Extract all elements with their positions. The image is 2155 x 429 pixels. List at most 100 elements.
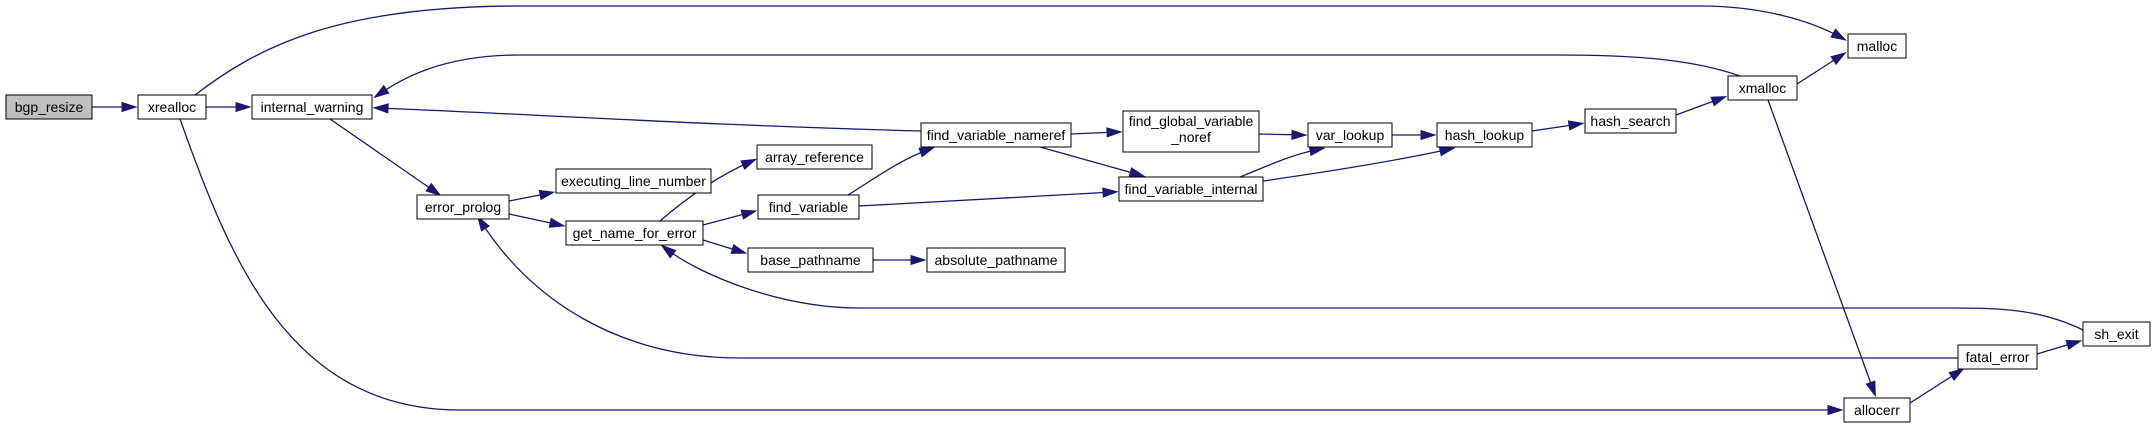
edge-line (194, 5, 1843, 96)
node-box[interactable] (747, 247, 874, 273)
node-box[interactable] (1118, 176, 1264, 202)
edge-arrowhead (1827, 404, 1844, 416)
node-xrealloc[interactable]: xrealloc (137, 94, 207, 120)
node-box[interactable] (2082, 321, 2151, 347)
node-label: allocerr (1854, 402, 1900, 418)
edge-arrowhead (1291, 129, 1308, 140)
node-hash_lookup[interactable]: hash_lookup (1436, 122, 1533, 148)
edge-internal_warning-to-error_prolog (329, 118, 442, 197)
edge-arrowhead (1948, 367, 1965, 382)
edge-arrowhead (1865, 380, 1876, 398)
node-malloc[interactable]: malloc (1847, 33, 1907, 59)
node-box[interactable] (1122, 110, 1260, 153)
edge-bgp_resize-to-xrealloc (92, 101, 138, 113)
edge-hash_search-to-xmalloc (1675, 96, 1728, 116)
node-label: xrealloc (148, 99, 196, 115)
edge-line (377, 54, 1741, 96)
node-find_global_variable_noref[interactable]: find_global_variable_noref (1122, 110, 1260, 153)
node-executing_line_number[interactable]: executing_line_number (555, 168, 712, 194)
node-fatal_error[interactable]: fatal_error (1957, 344, 2038, 370)
node-sh_exit[interactable]: sh_exit (2082, 321, 2151, 347)
edge-error_prolog-to-get_name_for_error (508, 213, 566, 228)
node-box[interactable] (555, 168, 712, 194)
edge-base_pathname-to-absolute_pathname (873, 254, 927, 266)
node-box[interactable] (1436, 122, 1533, 148)
edge-xmalloc-to-malloc (1796, 51, 1847, 85)
edge-arrowhead (910, 254, 927, 266)
edge-arrowhead (1106, 127, 1123, 138)
edge-line (664, 247, 2084, 331)
node-box[interactable] (920, 122, 1072, 148)
edge-arrowhead (660, 244, 677, 259)
node-find_variable[interactable]: find_variable (757, 194, 860, 220)
node-label: _noref (1170, 129, 1211, 145)
node-box[interactable] (1843, 397, 1911, 423)
edge-xrealloc-to-allocerr (179, 118, 1844, 416)
node-box[interactable] (1307, 122, 1393, 148)
node-box[interactable] (565, 220, 704, 246)
node-internal_warning[interactable]: internal_warning (251, 94, 373, 120)
node-box[interactable] (756, 144, 873, 170)
edge-arrowhead (548, 217, 566, 228)
node-allocerr[interactable]: allocerr (1843, 397, 1911, 423)
edge-line (179, 118, 1838, 411)
node-label: internal_warning (261, 99, 364, 115)
edge-fatal_error-to-error_prolog (477, 215, 1958, 359)
node-label: bgp_resize (15, 99, 84, 115)
node-find_variable_nameref[interactable]: find_variable_nameref (920, 122, 1072, 148)
edge-line (329, 118, 438, 194)
node-box[interactable] (1957, 344, 2038, 370)
edge-arrowhead (1308, 145, 1326, 157)
edge-line (1767, 99, 1875, 393)
edge-line (377, 107, 922, 132)
edge-line (1262, 148, 1451, 182)
edge-xrealloc-to-malloc (194, 5, 1847, 96)
edge-arrowhead (740, 158, 758, 170)
edge-var_lookup-to-hash_lookup (1392, 129, 1437, 141)
node-hash_search[interactable]: hash_search (1584, 108, 1677, 134)
edge-find_variable_nameref-to-find_global_variable_noref (1070, 127, 1123, 138)
nodes-layer: bgp_resize xrealloc internal_warning malloc… (5, 33, 2151, 423)
node-box[interactable] (5, 94, 93, 120)
edge-get_name_for_error-to-base_pathname (702, 239, 748, 254)
node-box[interactable] (251, 94, 373, 120)
node-label: absolute_pathname (935, 252, 1058, 268)
node-box[interactable] (137, 94, 207, 120)
node-label: sh_exit (2094, 326, 2138, 342)
node-label: error_prolog (425, 199, 501, 215)
node-base_pathname[interactable]: base_pathname (747, 247, 874, 273)
node-box[interactable] (1727, 75, 1798, 101)
node-box[interactable] (1847, 33, 1907, 59)
edge-arrowhead (477, 215, 490, 232)
edge-xmalloc-to-internal_warning (373, 54, 1741, 99)
node-box[interactable] (416, 194, 510, 220)
node-absolute_pathname[interactable]: absolute_pathname (926, 247, 1066, 273)
edge-arrowhead (373, 84, 390, 99)
node-label: find_variable_nameref (927, 127, 1066, 143)
node-box[interactable] (926, 247, 1066, 273)
edge-sh_exit-to-get_name_for_error (660, 244, 2084, 331)
edge-arrowhead (538, 189, 556, 201)
node-var_lookup[interactable]: var_lookup (1307, 122, 1393, 148)
node-box[interactable] (757, 194, 860, 220)
node-bgp_resize[interactable]: bgp_resize (5, 94, 93, 120)
edge-arrowhead (1438, 146, 1456, 157)
node-label: hash_search (1590, 113, 1670, 129)
edge-arrowhead (121, 101, 138, 113)
edge-find_variable-to-find_variable_internal (858, 187, 1119, 207)
edge-arrowhead (235, 101, 252, 113)
node-xmalloc[interactable]: xmalloc (1727, 75, 1798, 101)
node-label: malloc (1857, 38, 1897, 54)
edge-arrowhead (740, 209, 758, 220)
node-get_name_for_error[interactable]: get_name_for_error (565, 220, 704, 246)
node-find_variable_internal[interactable]: find_variable_internal (1118, 176, 1264, 202)
node-array_reference[interactable]: array_reference (756, 144, 873, 170)
edge-find_global_variable_noref-to-var_lookup (1258, 129, 1308, 140)
edge-hash_lookup-to-hash_search (1531, 120, 1585, 132)
node-label: base_pathname (760, 252, 861, 268)
edge-find_variable-to-find_variable_nameref (847, 147, 936, 196)
edge-arrowhead (1567, 120, 1585, 131)
node-error_prolog[interactable]: error_prolog (416, 194, 510, 220)
node-box[interactable] (1584, 108, 1677, 134)
